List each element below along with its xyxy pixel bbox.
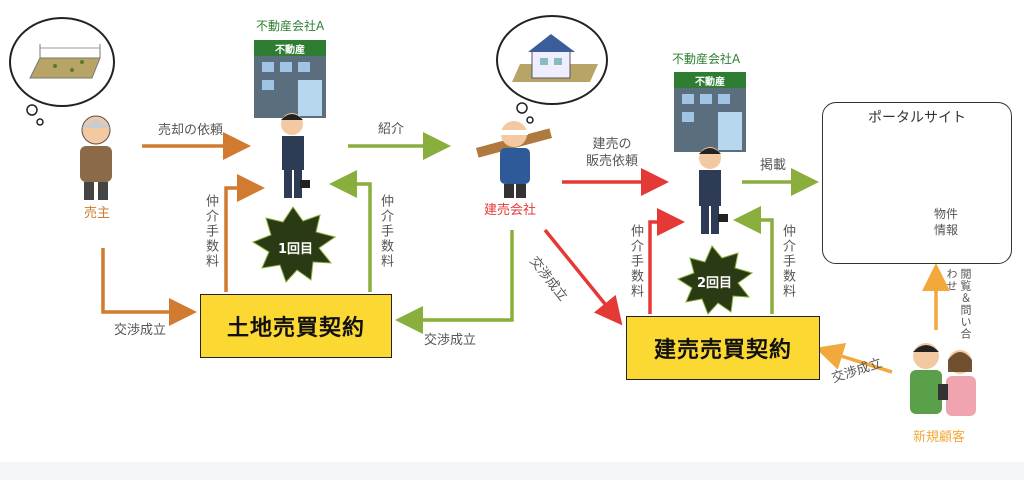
burst-star-2 (676, 245, 754, 315)
builder-figure (476, 121, 552, 198)
footer-band (0, 462, 1024, 480)
seller-figure (80, 115, 112, 200)
seller-label: 売主 (84, 206, 111, 221)
build-contract-box: 建売売買契約 (626, 316, 820, 380)
house-thought-bubble (496, 15, 608, 124)
label-listing: 掲載 (760, 158, 787, 173)
portal-title: ポータルサイト (868, 110, 966, 126)
portal-site-box: ポータルサイト (822, 102, 1012, 264)
burst-star-1 (251, 206, 337, 283)
company-a-building (254, 40, 326, 118)
arrow-customer-negotiation (815, 342, 893, 374)
label-introduction: 紹介 (378, 122, 405, 137)
label-fee-2-left: 仲介手数料 (628, 224, 643, 299)
label-fee-2-right: 仲介手数料 (780, 224, 795, 299)
agent-figure-2 (699, 147, 728, 234)
arrow-fee-2-right (733, 206, 774, 314)
label-seller-negotiation: 交渉成立 (114, 323, 167, 338)
label-sale-request: 売却の依頼 (158, 123, 224, 138)
label-build-sale-request: 建売の 販売依頼 (586, 137, 639, 169)
arrow-builder-negotiation-2 (543, 228, 623, 326)
new-customer-label: 新規顧客 (913, 430, 966, 445)
land-thought-bubble (9, 17, 115, 126)
star-label-1: 1回目 (278, 242, 314, 257)
label-fee-1-left: 仲介手数料 (203, 194, 218, 269)
company-sign-2: 不動産 (695, 77, 725, 88)
company-a-label: 不動産会社A (256, 19, 325, 33)
label-builder-negotiation: 交渉成立 (424, 333, 477, 348)
company-sign-1: 不動産 (275, 45, 305, 56)
star-label-2: 2回目 (697, 276, 733, 291)
company-a-label-2: 不動産会社A (672, 52, 741, 66)
builder-label: 建売会社 (484, 203, 537, 218)
label-fee-1-right: 仲介手数料 (378, 194, 393, 269)
arrow-fee-1-right (329, 170, 372, 292)
property-info-label: 物件 情報 (934, 207, 959, 237)
athome-logo: at·home (896, 132, 938, 142)
label-inquiry: 閲覧＆問い合わせ (945, 268, 972, 340)
arrow-fee-2-left (648, 208, 685, 314)
new-customer-figures (910, 343, 976, 416)
land-contract-box: 土地売買契約 (200, 294, 392, 358)
arrow-fee-1-left (224, 174, 265, 292)
arrow-seller-negotiation (101, 248, 197, 326)
company-a-building-2 (674, 72, 746, 152)
arrow-builder-negotiation (395, 230, 514, 334)
agent-figure-1 (281, 113, 310, 198)
